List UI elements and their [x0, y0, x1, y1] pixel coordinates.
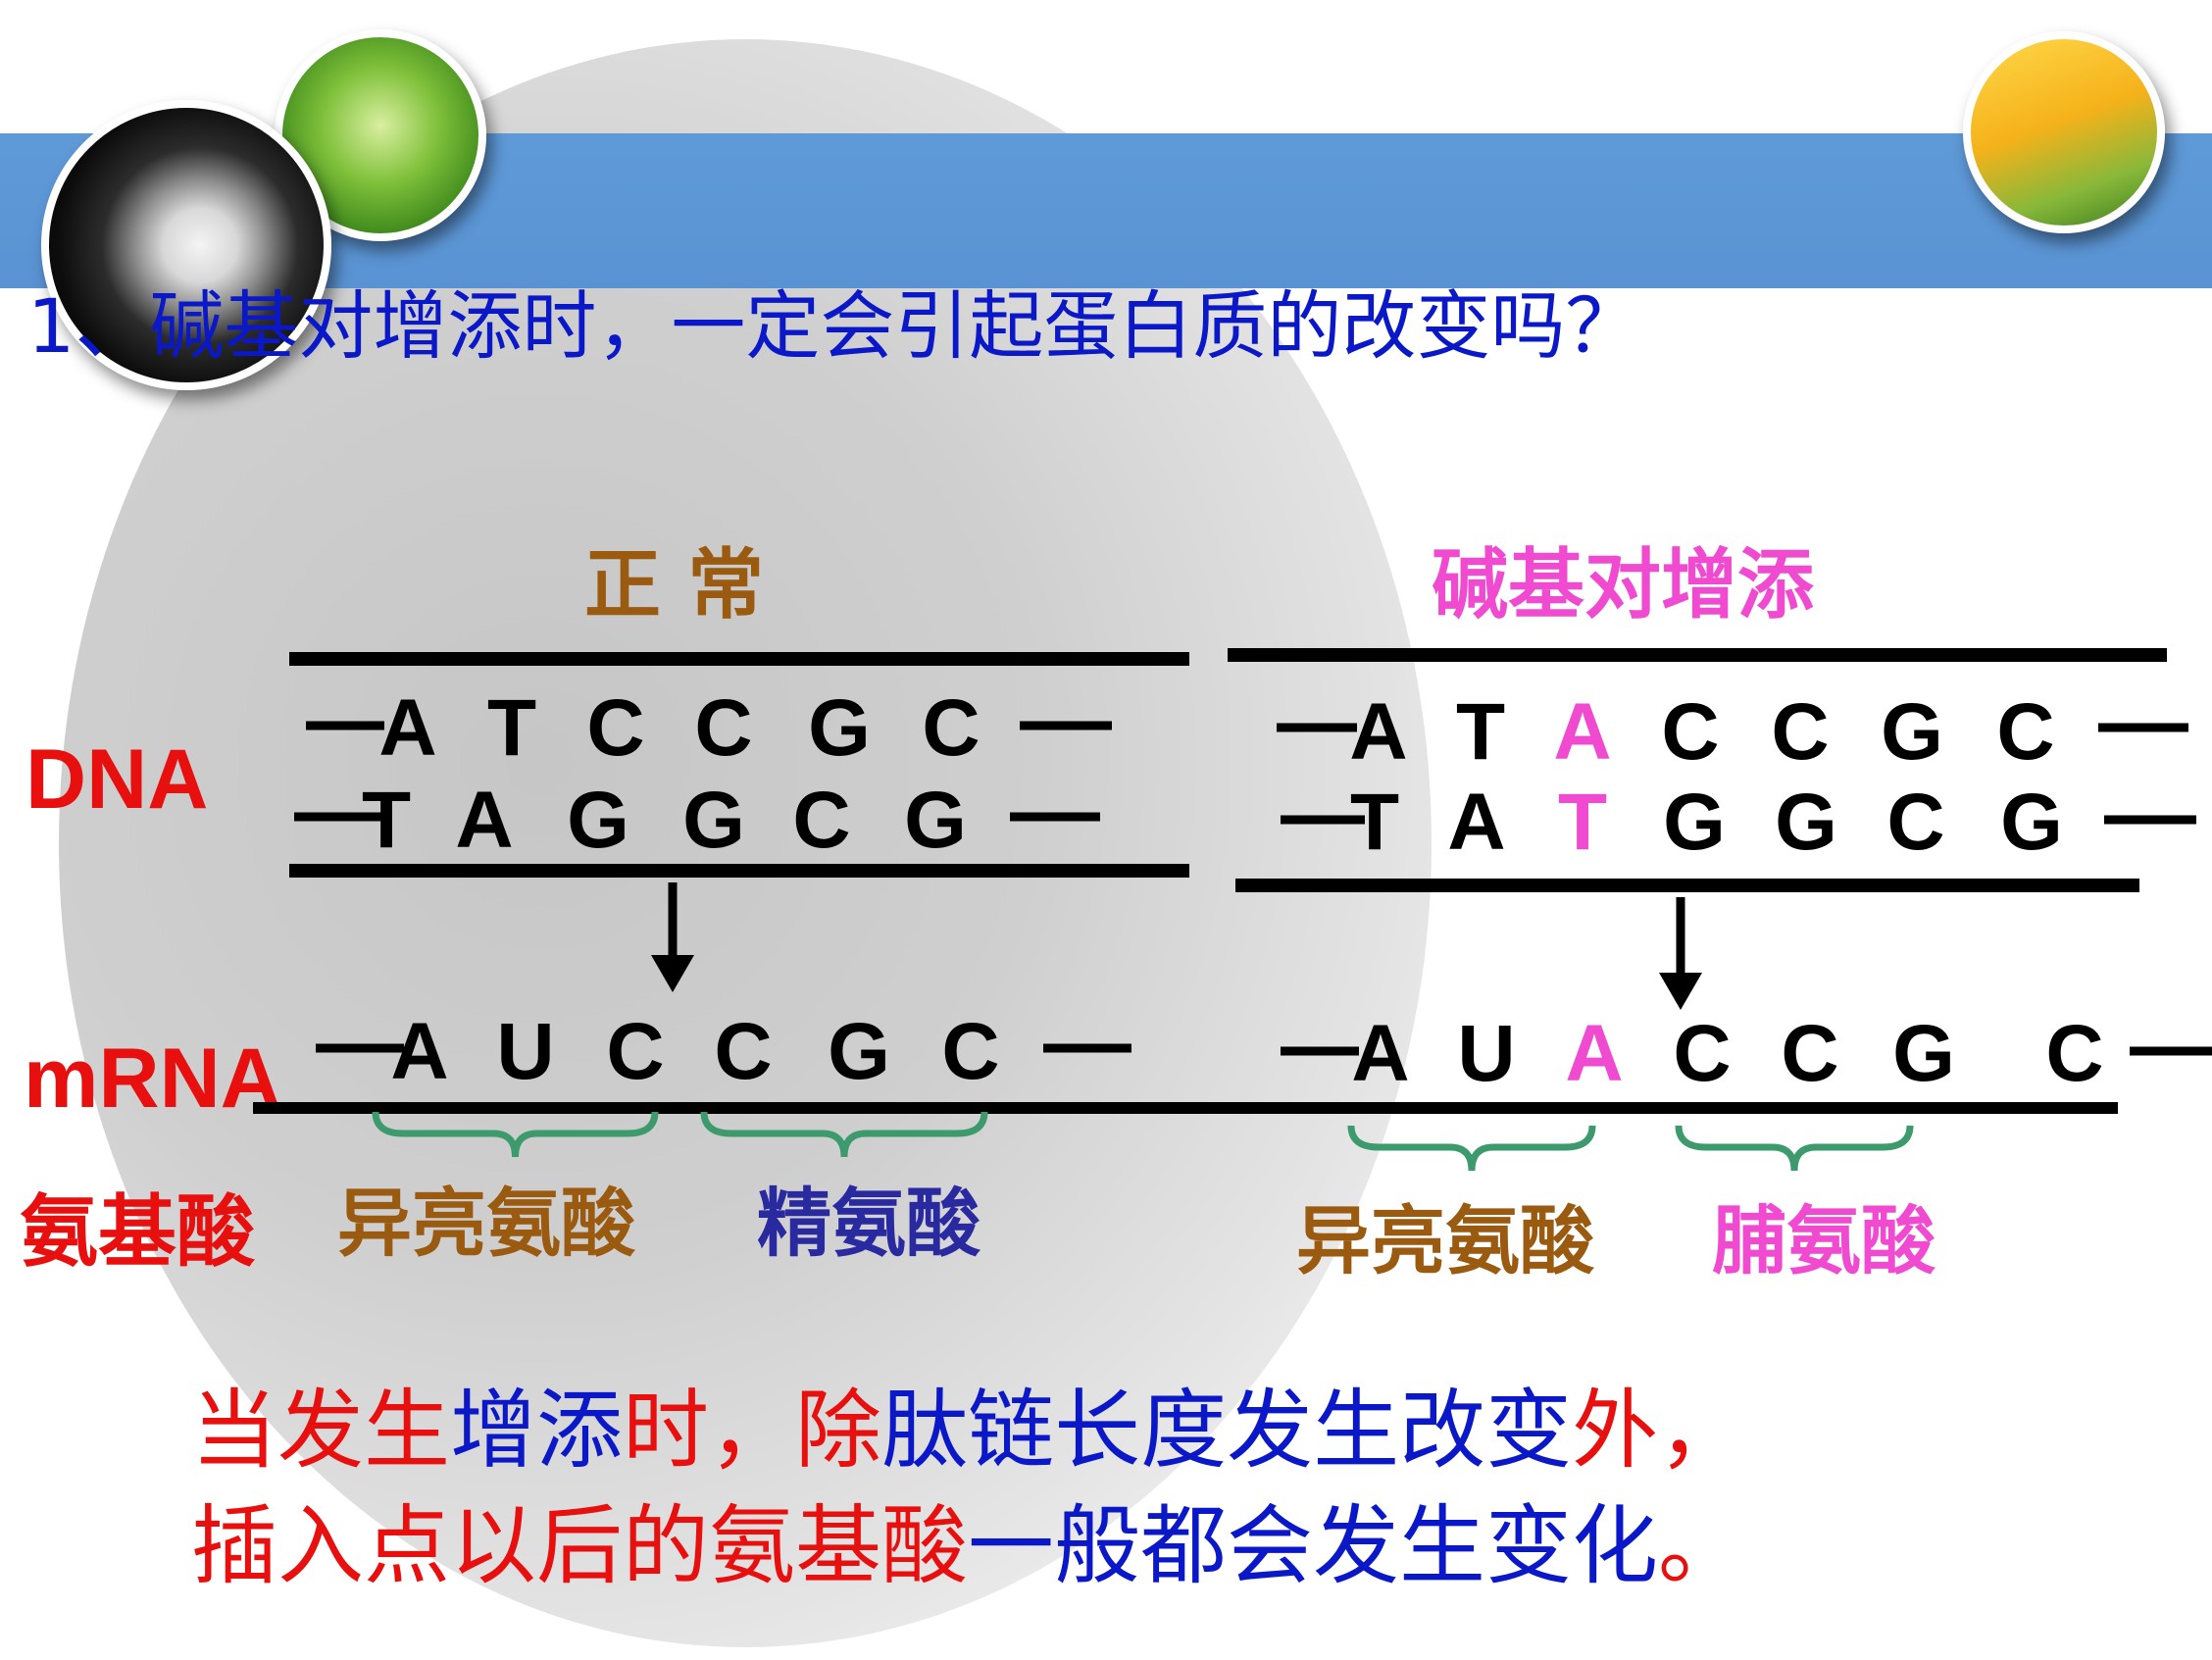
- insertion-mrna-base-7: C: [2045, 1009, 2103, 1098]
- normal-dna-top-base-4: C: [694, 683, 752, 773]
- insertion-amino-acid-2: 脯氨酸: [1712, 1197, 1936, 1284]
- normal-mrna-base-4: C: [714, 1007, 772, 1096]
- amino-acid-label: 氨基酸: [20, 1186, 255, 1278]
- line1-segment: 肽链长度发生改变: [881, 1380, 1573, 1481]
- insertion-mrna-base-2: U: [1457, 1009, 1515, 1098]
- line1-segment: 外，: [1572, 1380, 1745, 1481]
- conclusion-line-2: 插入点以后的氨基酸一般都会发生变化。: [191, 1488, 1744, 1604]
- question-title: 1、碱基对增添时，一定会引起蛋白质的改变吗？: [27, 282, 1640, 370]
- insertion-dna-top-base-6: G: [1881, 687, 1943, 777]
- conclusion-line-1: 当发生增添时，除肽链长度发生改变外，: [191, 1373, 1744, 1488]
- line1-segment: 当发生: [191, 1380, 451, 1481]
- insertion-dna-top-base-7: C: [1996, 687, 2054, 777]
- normal-dna-bottom-base-2: A: [455, 776, 513, 865]
- line2-segment: 。: [1658, 1495, 1745, 1596]
- tulip-photo: [1963, 31, 2165, 233]
- insertion-dna-top-base-5: C: [1771, 687, 1829, 777]
- insertion-mrna-base-4: C: [1673, 1009, 1731, 1098]
- insertion-dna-bottom-base-6: C: [1886, 778, 1944, 867]
- insertion-dna-bottom-base-4: G: [1663, 778, 1726, 867]
- line1-segment: 增添: [450, 1380, 624, 1481]
- normal-dna-top-base-1: A: [378, 683, 436, 773]
- line1-segment: 除: [795, 1380, 882, 1481]
- normal-dna-top-base-2: T: [487, 683, 536, 773]
- dna-label: DNA: [25, 732, 209, 827]
- insertion-mrna-base-1: A: [1351, 1009, 1409, 1098]
- line1-segment: 时，: [623, 1380, 796, 1481]
- normal-dna-bottom-base-3: G: [567, 776, 629, 865]
- normal-mrna-base-6: C: [941, 1007, 999, 1096]
- insertion-dna-bottom-base-5: G: [1775, 778, 1837, 867]
- insertion-dna-top-base-4: C: [1661, 687, 1719, 777]
- line2-segment: 插入点以后的氨基酸: [191, 1495, 969, 1596]
- conclusion: 当发生增添时，除肽链长度发生改变外， 插入点以后的氨基酸一般都会发生变化。: [191, 1373, 1744, 1604]
- normal-codon-brace-2: [700, 1111, 988, 1158]
- insertion-codon-brace-2: [1675, 1125, 1914, 1172]
- normal-dna-bottom-base-6: G: [904, 776, 967, 865]
- normal-dna-bottom-base-1: T: [362, 776, 411, 865]
- insertion-mrna-base-6: G: [1892, 1009, 1955, 1098]
- insertion-dna-bottom-base-2: A: [1447, 778, 1505, 867]
- insertion-dna-top-base-3: A: [1553, 687, 1611, 777]
- dandelion-photo: [41, 100, 331, 390]
- normal-amino-acid-1: 异亮氨酸: [337, 1180, 635, 1267]
- insertion-heading: 碱基对增添: [1432, 541, 1815, 629]
- insertion-dna-bottom-base-7: G: [2000, 778, 2063, 867]
- insertion-dna-bottom-base-3: T: [1558, 778, 1607, 867]
- normal-dna-bottom-base-4: G: [682, 776, 745, 865]
- normal-transcription-arrow-head: [651, 955, 694, 992]
- normal-mrna-base-2: U: [496, 1007, 554, 1096]
- insertion-dna-top-base-2: T: [1456, 687, 1505, 777]
- insertion-amino-acid-1: 异亮氨酸: [1296, 1197, 1594, 1284]
- insertion-mrna-base-3: A: [1565, 1009, 1623, 1098]
- normal-dna-bottom-base-5: C: [792, 776, 850, 865]
- mrna-label: mRNA: [24, 1031, 281, 1126]
- normal-mrna-base-5: G: [828, 1007, 890, 1096]
- normal-amino-acid-2: 精氨酸: [757, 1180, 980, 1267]
- normal-dna-top-base-3: C: [586, 683, 644, 773]
- normal-mrna-base-3: C: [606, 1007, 664, 1096]
- normal-dna-top-base-6: C: [922, 683, 980, 773]
- insertion-codon-brace-1: [1347, 1125, 1596, 1172]
- normal-heading: 正 常: [584, 541, 765, 629]
- insertion-dna-bottom-base-1: T: [1350, 778, 1399, 867]
- normal-codon-brace-1: [372, 1111, 659, 1158]
- insertion-mrna-base-5: C: [1781, 1009, 1838, 1098]
- normal-dna-top-base-5: G: [808, 683, 871, 773]
- normal-mrna-base-1: A: [390, 1007, 448, 1096]
- insertion-dna-top-base-1: A: [1349, 687, 1407, 777]
- insertion-transcription-arrow-head: [1659, 973, 1702, 1010]
- line2-segment: 一般都会发生变化: [968, 1495, 1659, 1596]
